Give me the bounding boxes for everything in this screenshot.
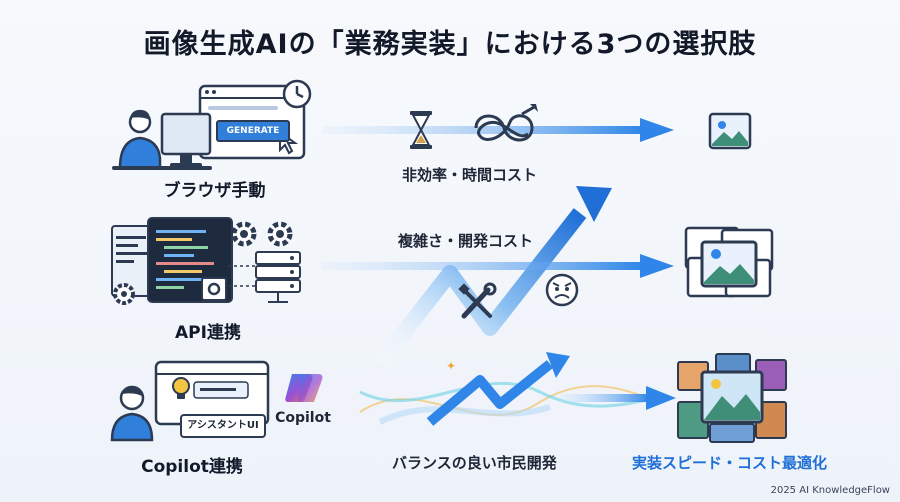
image-stack-icon xyxy=(684,226,774,298)
flow-arrow-api xyxy=(322,254,674,278)
row-label-copilot: Copilot連携 xyxy=(141,457,243,477)
credit-text: 2025 AI KnowledgeFlow xyxy=(770,485,890,496)
flow-arrow-browser xyxy=(322,118,674,142)
hourglass-icon xyxy=(410,111,432,149)
lightbulb-icon xyxy=(172,377,190,399)
server-icon xyxy=(228,251,301,303)
gear-icon xyxy=(231,221,293,247)
issue-label-api: 複雑さ・開発コスト xyxy=(398,232,534,250)
generate-button: GENERATE xyxy=(216,120,290,142)
outcome-label: 実装スピード・コスト最適化 xyxy=(632,454,828,472)
tangle-icon xyxy=(474,104,538,142)
row-label-browser: ブラウザ手動 xyxy=(163,181,266,201)
assistant-ui-box: アシスタントUI xyxy=(180,414,266,438)
copilot-logo-icon xyxy=(285,374,323,402)
flow-arrow-copilot: ✦ xyxy=(359,352,676,426)
tools-icon xyxy=(458,282,497,319)
row-label-api: API連携 xyxy=(175,323,241,343)
code-editor-icon xyxy=(111,217,233,305)
issue-label-browser: 非効率・時間コスト xyxy=(402,166,538,184)
copilot-brand-label: Copilot xyxy=(275,410,331,426)
issue-label-copilot: バランスの良い市民開発 xyxy=(392,454,557,472)
rising-arrow xyxy=(373,186,612,368)
page-title: 画像生成AIの「業務実装」における3つの選択肢 xyxy=(143,29,757,60)
frustrated-face-icon xyxy=(545,273,579,307)
clock-icon xyxy=(282,79,312,109)
assistant-person-icon xyxy=(110,360,270,442)
image-icon xyxy=(708,112,752,150)
svg-text:✦: ✦ xyxy=(446,359,456,373)
image-collage-icon xyxy=(677,353,787,443)
